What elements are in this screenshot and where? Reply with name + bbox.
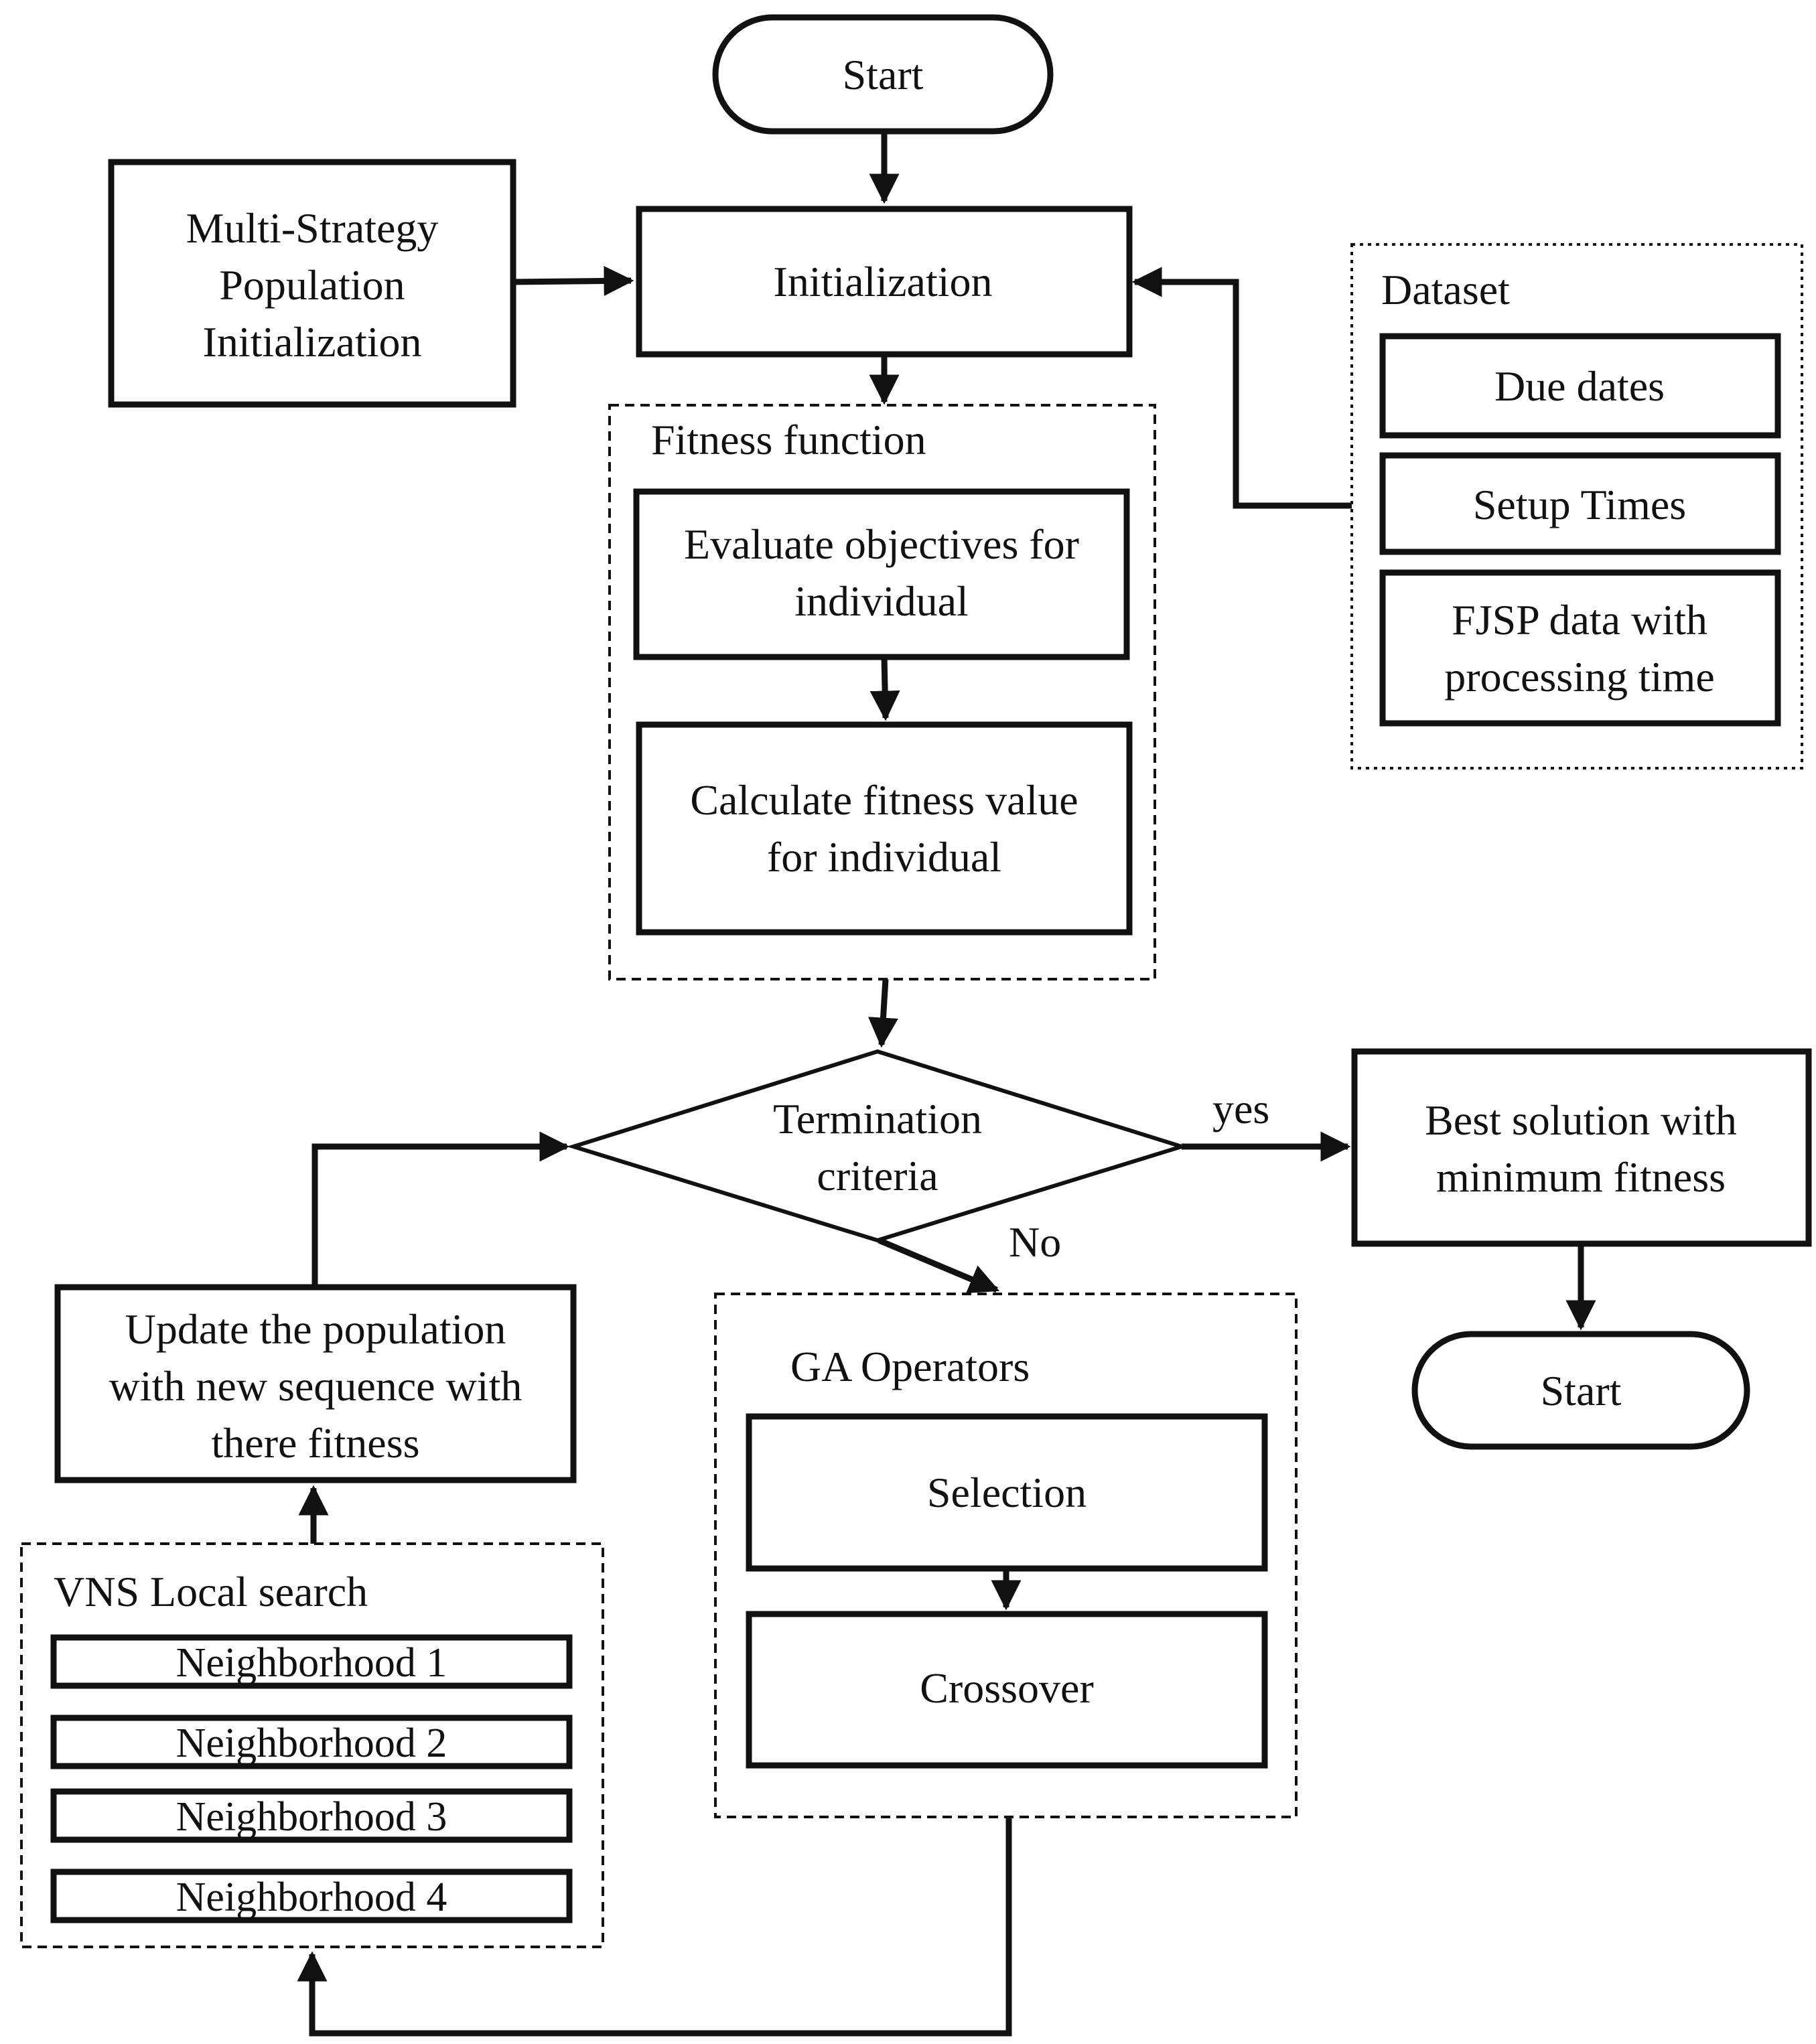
multi-strategy-box (108, 159, 516, 408)
edge-label-yes: yes (1212, 1085, 1269, 1133)
start-terminal-bottom (1411, 1331, 1750, 1450)
neighborhood-2-box (50, 1714, 573, 1769)
start-top-label: Start (843, 51, 924, 98)
selection-box (746, 1413, 1268, 1572)
selection-label: Selection (927, 1469, 1087, 1516)
update-population-line-1: Update the population (125, 1305, 506, 1353)
multi-strategy-line-3: Initialization (203, 318, 422, 366)
neighborhood-3-box (50, 1788, 573, 1843)
arrow-dataset-to-initialization (1131, 267, 1352, 509)
due-dates-box (1379, 333, 1781, 439)
ga-operators-group-label: GA Operators (790, 1343, 1030, 1390)
calculate-fitness-line-1: Calculate fitness value (690, 776, 1078, 824)
crossover-label: Crossover (920, 1664, 1094, 1712)
termination-line-2: criteria (817, 1152, 938, 1199)
calculate-fitness-box (636, 721, 1133, 936)
best-solution-line-1: Best solution with (1425, 1096, 1737, 1144)
evaluate-objectives-line-2: individual (794, 577, 969, 625)
best-solution-box (1351, 1048, 1812, 1247)
setup-times-box (1379, 452, 1781, 555)
fitness-function-group (608, 404, 1156, 980)
termination-decision (566, 1049, 1189, 1243)
crossover-box (746, 1611, 1268, 1769)
arrow-multistrategy-to-initialization (512, 265, 634, 296)
neighborhood-4-box (50, 1869, 573, 1923)
start-terminal-top (712, 14, 1054, 135)
fitness-function-group-label: Fitness function (651, 416, 926, 463)
due-dates-label: Due dates (1494, 362, 1665, 410)
dataset-group (1350, 243, 1803, 770)
update-population-line-2: with new sequence with (109, 1362, 522, 1410)
fjsp-data-line-1: FJSP data with (1452, 596, 1707, 644)
dataset-group-label: Dataset (1381, 266, 1510, 313)
start-bottom-label: Start (1541, 1367, 1622, 1414)
evaluate-objectives-line-1: Evaluate objectives for (684, 520, 1079, 568)
neighborhood-1-box (50, 1634, 573, 1689)
arrow-fitness-to-termination (868, 978, 898, 1048)
arrow-termination-no (878, 1237, 1000, 1294)
vns-group-label: VNS Local search (54, 1568, 368, 1615)
multi-strategy-line-1: Multi-Strategy (186, 204, 439, 252)
setup-times-label: Setup Times (1473, 481, 1686, 528)
update-population-box (54, 1284, 577, 1483)
multi-strategy-line-2: Population (219, 261, 405, 309)
arrow-ga-to-vns (297, 1817, 1012, 2037)
evaluate-objectives-box (633, 488, 1130, 660)
fjsp-data-line-2: processing time (1444, 653, 1714, 701)
edge-label-no: No (1009, 1218, 1061, 1266)
neighborhood-2-label: Neighborhood 2 (176, 1721, 447, 1766)
calculate-fitness-line-2: for individual (767, 833, 1001, 881)
arrow-update-to-termination (311, 1131, 570, 1287)
initialization-label: Initialization (774, 258, 993, 305)
neighborhood-4-label: Neighborhood 4 (176, 1875, 447, 1920)
best-solution-line-2: minimum fitness (1436, 1153, 1726, 1201)
neighborhood-1-label: Neighborhood 1 (176, 1640, 447, 1686)
neighborhood-3-label: Neighborhood 3 (176, 1794, 447, 1840)
termination-line-1: Termination (773, 1095, 982, 1143)
update-population-line-3: there fitness (212, 1419, 420, 1467)
initialization-box (636, 206, 1133, 358)
fjsp-data-box (1379, 569, 1781, 727)
arrow-evaluate-to-calculate (869, 656, 900, 721)
